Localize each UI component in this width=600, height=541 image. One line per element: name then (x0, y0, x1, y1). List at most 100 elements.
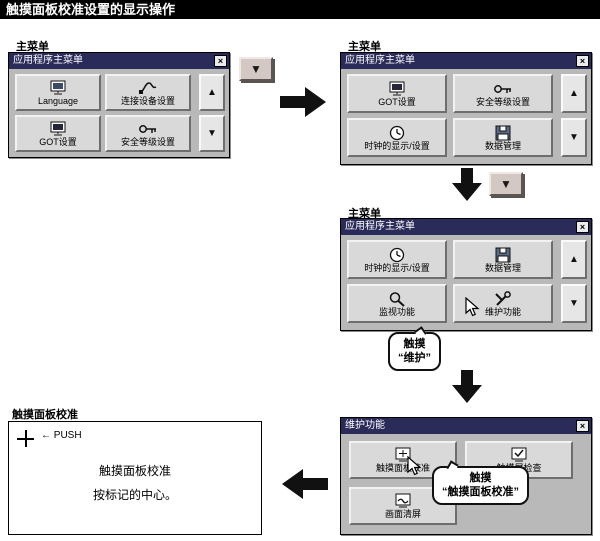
down-arrow-icon: ▼ (569, 132, 579, 143)
window-title: 应用程序主菜单 (13, 55, 83, 66)
security-level-button[interactable]: 安全等级设置 (105, 115, 191, 152)
monitor-function-icon (387, 291, 407, 307)
window-title: 维护功能 (345, 420, 385, 431)
got-settings-button[interactable]: GOT设置 (15, 115, 101, 152)
security-level-button[interactable]: 安全等级设置 (453, 74, 553, 113)
flow-arrow-right (280, 86, 326, 118)
window-titlebar: 维护功能 × (341, 418, 591, 434)
nav-down-button-1[interactable]: ▼ (239, 57, 273, 81)
monitor-function-button[interactable]: 监视功能 (347, 284, 447, 323)
window-titlebar: 应用程序主菜单 × (9, 53, 229, 69)
crosshair-mark[interactable] (17, 430, 34, 447)
window-title: 应用程序主菜单 (345, 221, 415, 232)
calibration-instruction: 按标记的中心。 (92, 488, 177, 502)
data-management-button[interactable]: 数据管理 (453, 240, 553, 279)
scroll-up-button[interactable]: ▲ (561, 74, 587, 113)
push-label: ← PUSH (41, 430, 82, 441)
button-label: 时钟的显示/设置 (364, 140, 430, 151)
calibration-caption: 触摸面板校准 (12, 409, 78, 421)
menu3-caption: 主菜单 (348, 208, 381, 220)
touch-panel-calibration-button[interactable]: 触摸面板校准 (349, 441, 457, 479)
got-settings-icon (387, 81, 407, 97)
maintenance-function-button[interactable]: 维护功能 (453, 284, 553, 323)
app-main-menu-window-2: 应用程序主菜单 × GOT设置 安全等级设置 时钟的显示/设置 (340, 52, 592, 165)
close-icon[interactable]: × (576, 55, 589, 67)
window-body: Language 连接设备设置 GOT设置 安全等级设置 (9, 69, 229, 157)
down-arrow-icon: ▼ (250, 62, 262, 76)
security-key-icon (138, 121, 158, 137)
got-settings-icon (48, 121, 68, 137)
callout-touch-maintenance: 触摸 “维护” (388, 326, 441, 371)
section-header: 触摸面板校准设置的显示操作 (0, 0, 600, 19)
crosshair-vertical (25, 430, 27, 447)
window-title: 应用程序主菜单 (345, 55, 415, 66)
pointer-cursor-icon (406, 455, 422, 476)
menu1-caption: 主菜单 (16, 41, 49, 53)
clock-settings-button[interactable]: 时钟的显示/设置 (347, 118, 447, 157)
scroll-down-button[interactable]: ▼ (199, 115, 225, 152)
clock-settings-button[interactable]: 时钟的显示/设置 (347, 240, 447, 279)
window-titlebar: 应用程序主菜单 × (341, 53, 591, 69)
button-label: 监视功能 (378, 306, 415, 317)
calibration-screen: ← PUSH 触摸面板校准 按标记的中心。 (8, 421, 262, 535)
button-label: 安全等级设置 (120, 136, 175, 147)
scroll-up-button[interactable]: ▲ (199, 74, 225, 111)
down-arrow-icon: ▼ (569, 298, 579, 309)
close-icon[interactable]: × (576, 221, 589, 233)
pointer-cursor-icon (464, 296, 480, 317)
callout-line: 触摸 (469, 472, 492, 484)
menu2-caption: 主菜单 (348, 41, 381, 53)
clock-icon (387, 125, 407, 141)
up-arrow-icon: ▲ (569, 254, 579, 265)
data-management-icon (493, 125, 513, 141)
got-settings-button[interactable]: GOT设置 (347, 74, 447, 113)
nav-down-button-2[interactable]: ▼ (489, 172, 523, 196)
connection-settings-button[interactable]: 连接设备设置 (105, 74, 191, 111)
up-arrow-icon: ▲ (569, 88, 579, 99)
window-body: GOT设置 安全等级设置 时钟的显示/设置 数据管理 (341, 69, 591, 164)
scroll-up-button[interactable]: ▲ (561, 240, 587, 279)
connection-settings-icon (138, 80, 158, 96)
scroll-down-button[interactable]: ▼ (561, 284, 587, 323)
button-label: 安全等级设置 (475, 96, 530, 107)
language-button[interactable]: Language (15, 74, 101, 111)
callout-line: “触摸面板校准” (442, 486, 519, 499)
button-label: GOT设置 (378, 96, 416, 107)
button-label: 时钟的显示/设置 (364, 262, 430, 273)
security-key-icon (493, 81, 513, 97)
flow-arrow-down-1 (451, 168, 483, 201)
button-label: 维护功能 (484, 306, 521, 317)
down-arrow-icon: ▼ (500, 177, 512, 191)
down-arrow-icon: ▼ (207, 128, 217, 139)
button-label: GOT设置 (39, 136, 77, 147)
button-label: 连接设备设置 (120, 95, 175, 106)
calibration-message: 触摸面板校准 (98, 464, 171, 478)
touch-screen-check-icon (509, 447, 529, 463)
section-title: 触摸面板校准设置的显示操作 (6, 2, 176, 17)
data-management-icon (493, 247, 513, 263)
data-management-button[interactable]: 数据管理 (453, 118, 553, 157)
close-icon[interactable]: × (214, 55, 227, 67)
window-body: 时钟的显示/设置 数据管理 监视功能 维护功能 ▲ (341, 235, 591, 330)
language-icon (48, 80, 68, 96)
app-main-menu-window-3: 应用程序主菜单 × 时钟的显示/设置 数据管理 监视功能 (340, 218, 592, 331)
window-titlebar: 应用程序主菜单 × (341, 219, 591, 235)
callout-line: 触摸 (403, 338, 426, 350)
touch-panel-calibration-icon (393, 447, 413, 463)
screen-clean-icon (393, 493, 413, 509)
flow-arrow-left (282, 468, 328, 500)
button-label: 画面清屏 (384, 509, 421, 519)
button-label: 数据管理 (484, 140, 521, 151)
up-arrow-icon: ▲ (207, 87, 217, 98)
close-icon[interactable]: × (576, 420, 589, 432)
screen-clean-button[interactable]: 画面清屏 (349, 487, 457, 525)
app-main-menu-window-1: 应用程序主菜单 × Language 连接设备设置 GOT设置 (8, 52, 230, 158)
clock-icon (387, 247, 407, 263)
button-label: 数据管理 (484, 262, 521, 273)
button-label: 触摸面板校准 (375, 463, 430, 473)
button-label: Language (37, 95, 79, 106)
scroll-down-button[interactable]: ▼ (561, 118, 587, 157)
callout-touch-calibration: 触摸 “触摸面板校准” (432, 460, 529, 505)
maintenance-tools-icon (493, 290, 513, 307)
